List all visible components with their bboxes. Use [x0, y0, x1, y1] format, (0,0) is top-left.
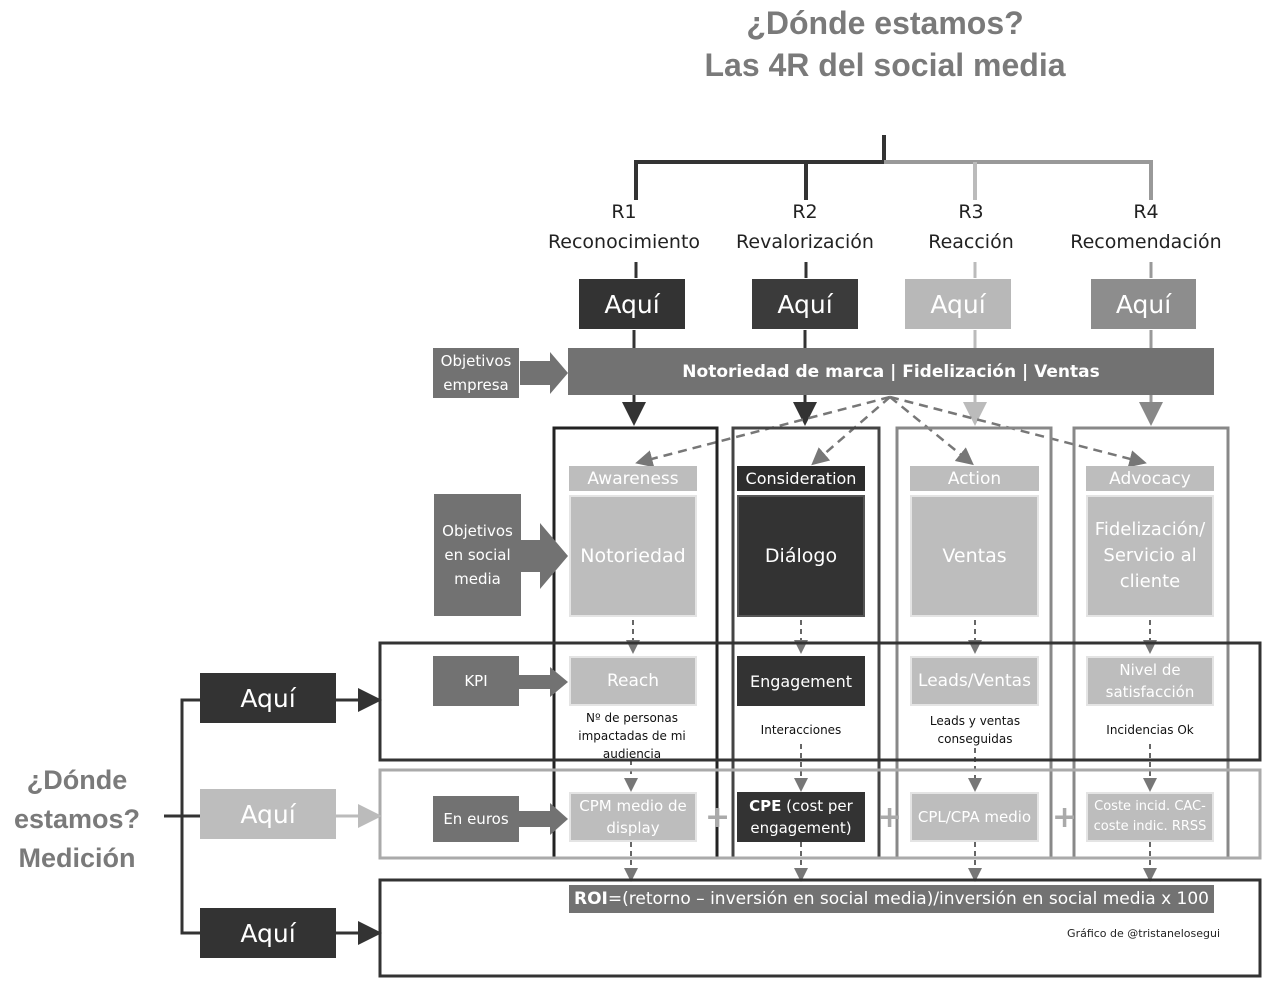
kpi-desc-engagement: Interacciones — [760, 723, 842, 737]
credit: Gráfico de @tristanelosegui — [1067, 927, 1220, 940]
kpi-desc-leads: Leads y ventas conseguidas — [929, 714, 1021, 746]
r4-aqui: Aquí — [1091, 279, 1196, 329]
goal-notoriedad: Notoriedad — [569, 495, 697, 617]
kpi-label: KPI — [433, 656, 519, 706]
objetivos-empresa-label: Objetivos empresa — [433, 348, 519, 398]
euro-cpl-cpa: CPL/CPA medio — [910, 792, 1039, 842]
r1-aqui: Aquí — [579, 279, 685, 329]
objetivos-social-label: Objetivos en social media — [434, 494, 521, 616]
kpi-engagement: Engagement — [737, 656, 865, 706]
goal-ventas: Ventas — [910, 495, 1039, 617]
r3-aqui: Aquí — [905, 279, 1011, 329]
medicion-aqui-2: Aquí — [200, 789, 336, 839]
kpi-nivel-satisfaccion: Nivel de satisfacción — [1086, 656, 1214, 706]
goal-dialogo: Diálogo — [737, 495, 865, 617]
plus-3: + — [1052, 800, 1078, 835]
medicion-aqui-3: Aquí — [200, 908, 336, 958]
euro-cpm: CPM medio de display — [569, 792, 697, 842]
stage-advocacy-header: Advocacy — [1086, 466, 1214, 491]
plus-1: + — [705, 800, 731, 835]
title-line-2: Las 4R del social media — [704, 47, 1066, 83]
kpi-leads-ventas: Leads/Ventas — [910, 656, 1039, 706]
kpi-desc-reach: Nº de personas impactadas de mi audienci… — [578, 711, 686, 761]
stage-action-header: Action — [910, 466, 1039, 491]
kpi-desc-satisfaccion: Incidencias Ok — [1106, 723, 1194, 737]
stage-consideration-header: Consideration — [737, 466, 865, 491]
euro-cpe: CPE (cost per engagement) — [737, 792, 865, 842]
euros-label: En euros — [433, 796, 519, 842]
goal-fidelizacion: Fidelización/ Servicio al cliente — [1086, 495, 1214, 617]
plus-2: + — [877, 800, 903, 835]
kpi-reach: Reach — [569, 656, 697, 706]
euro-coste: Coste incid. CAC- coste indic. RRSS — [1086, 792, 1214, 842]
medicion-title: ¿Dónde estamos? Medición — [13, 765, 141, 873]
title-line-1: ¿Dónde estamos? — [746, 5, 1024, 41]
roi-formula: ROI=(retorno – inversión en social media… — [569, 885, 1214, 913]
stage-awareness-header: Awareness — [569, 466, 697, 491]
medicion-aqui-1: Aquí — [200, 673, 336, 723]
objetivos-empresa-bar: Notoriedad de marca | Fidelización | Ven… — [568, 348, 1214, 395]
r2-aqui: Aquí — [752, 279, 858, 329]
